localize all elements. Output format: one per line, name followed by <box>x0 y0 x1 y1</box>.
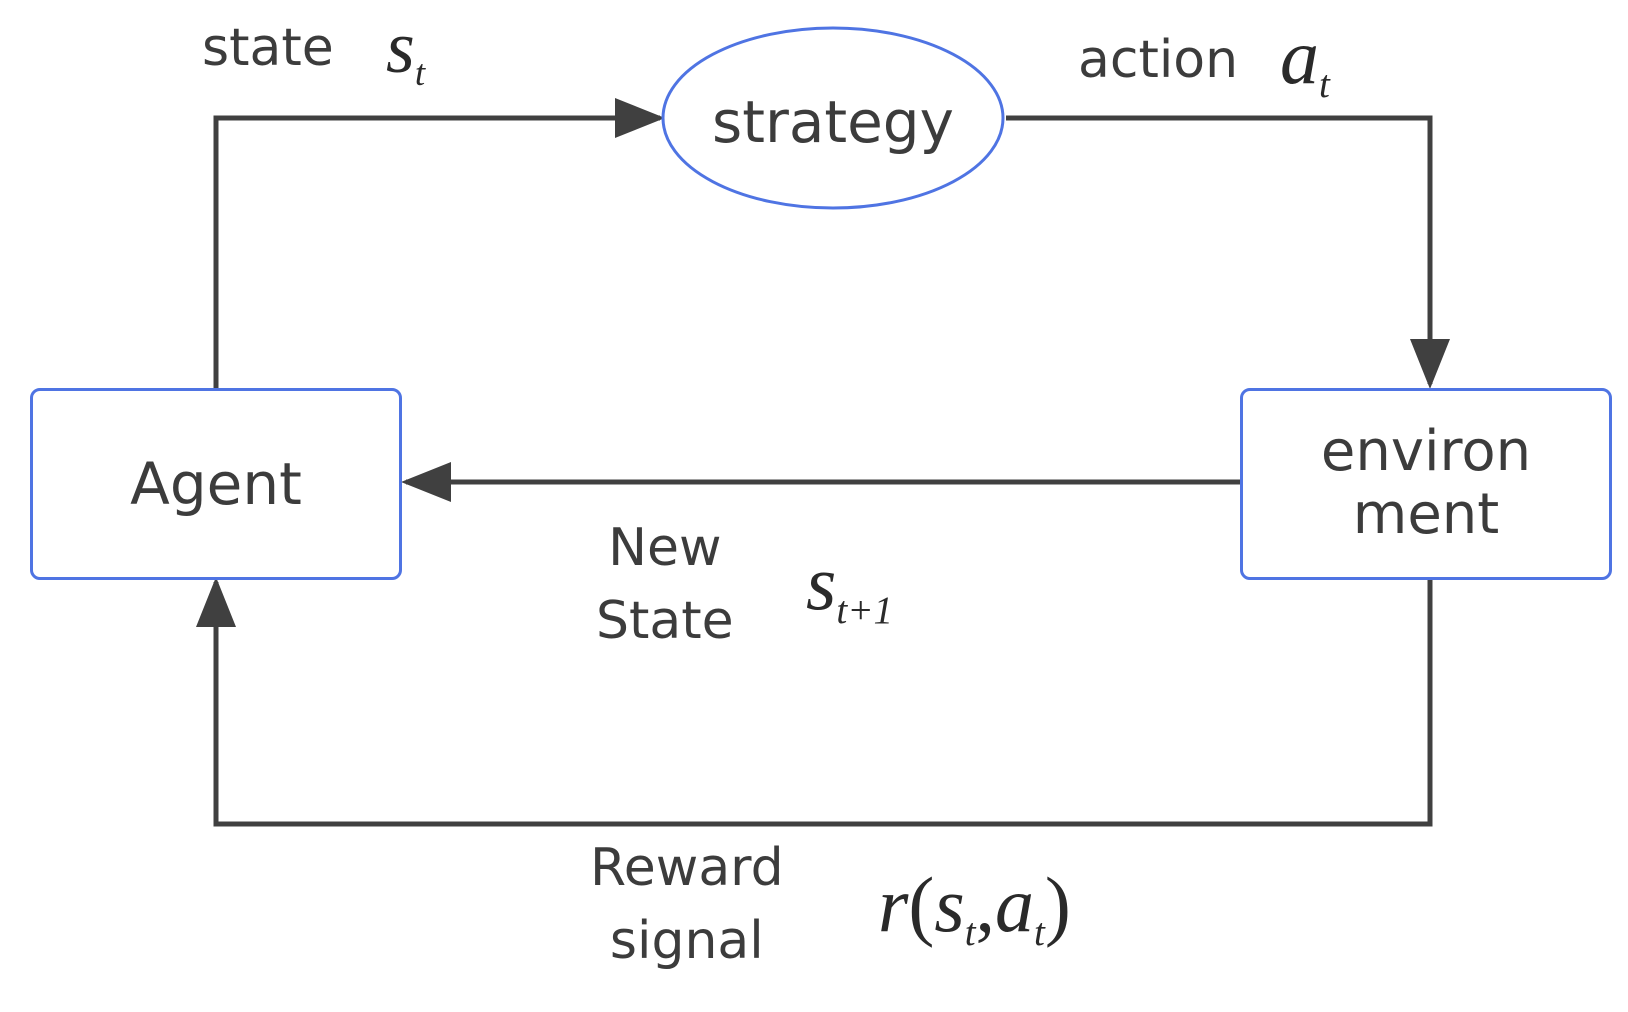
action-symbol-base: a <box>1280 13 1319 100</box>
edge-agent-to-strategy <box>213 98 665 388</box>
new-state-label-line2: State <box>596 590 734 651</box>
edge-reward <box>196 577 1433 827</box>
state-symbol-subscript: t <box>414 52 426 94</box>
reward-open-paren: ( <box>908 861 935 948</box>
reward-close-paren: ) <box>1044 861 1071 948</box>
reward-arg1: s <box>934 861 965 948</box>
edge-strategy-to-environment <box>1006 115 1450 389</box>
agent-node-label: Agent <box>130 449 302 518</box>
state-symbol: st <box>386 6 426 94</box>
new-state-symbol-subscript: t+1 <box>836 588 894 632</box>
strategy-node-label: strategy <box>712 88 954 156</box>
new-state-label-line1: New <box>608 518 722 578</box>
environment-label-line2: ment <box>1352 482 1500 547</box>
environment-node: environ ment <box>1240 388 1612 580</box>
reward-label-line1: Reward <box>590 838 784 898</box>
new-state-edge-label: New State <box>596 512 734 658</box>
action-symbol: at <box>1280 12 1330 106</box>
reward-func: r <box>878 861 909 948</box>
state-symbol-base: s <box>386 7 415 89</box>
strategy-node-shape <box>661 26 1005 210</box>
new-state-symbol-base: s <box>806 539 837 626</box>
action-edge-label: action <box>1078 30 1239 90</box>
environment-label-line1: environ <box>1320 419 1532 485</box>
environment-node-label: environ ment <box>1321 421 1531 546</box>
agent-node: Agent <box>30 388 402 580</box>
action-symbol-subscript: t <box>1319 62 1330 106</box>
reward-label-line2: signal <box>609 910 764 971</box>
reward-arg1-subscript: t <box>964 910 976 954</box>
reward-formula: r(st,at) <box>878 860 1071 954</box>
new-state-symbol: st+1 <box>806 538 893 632</box>
reward-arg2: a <box>995 861 1035 948</box>
reward-separator: , <box>975 861 996 948</box>
reward-edge-label: Reward signal <box>590 832 784 978</box>
reward-arg2-subscript: t <box>1034 910 1045 954</box>
state-edge-label: state <box>202 18 334 78</box>
